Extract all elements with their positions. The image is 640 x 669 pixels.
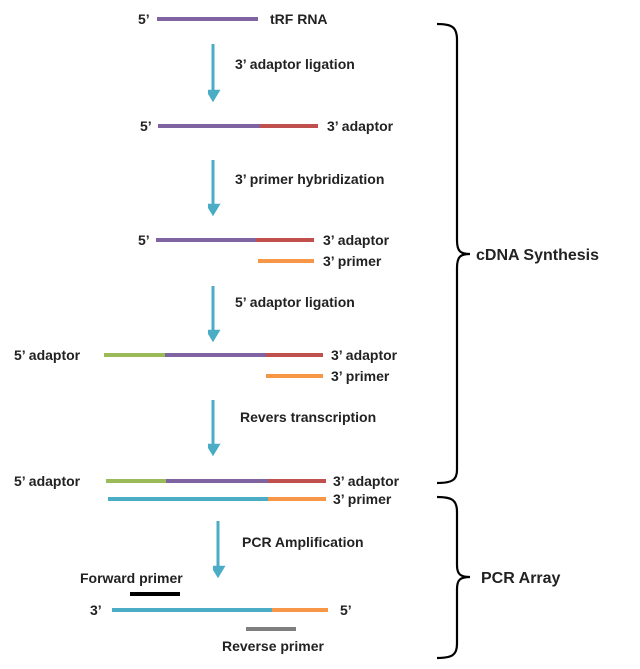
row-3-adaptor-ligated: 5’ 3’ adaptor xyxy=(140,118,394,134)
five-prime-label: 5’ xyxy=(140,118,152,134)
step-label-4: Revers transcription xyxy=(240,409,376,425)
step-label-2: 3’ primer hybridization xyxy=(235,171,384,187)
three-prime-label: 3’ xyxy=(90,602,102,618)
three-prime-primer-label: 3’ primer xyxy=(333,491,392,507)
three-prime-adaptor-label: 3’ adaptor xyxy=(323,232,390,248)
three-prime-adaptor-label: 3’ adaptor xyxy=(333,473,400,489)
cdna-synthesis-brace xyxy=(436,22,471,485)
trf-rna-label: tRF RNA xyxy=(270,11,328,27)
row-reverse-transcribed: 5’ adaptor 3’ adaptor 3’ primer xyxy=(14,473,400,507)
row-pcr-amplification: Forward primer 3’ 5’ Reverse primer xyxy=(80,570,352,654)
step-label-3: 5’ adaptor ligation xyxy=(235,294,355,310)
five-prime-label: 5’ xyxy=(138,11,150,27)
forward-primer-label: Forward primer xyxy=(80,570,183,586)
reverse-primer-label: Reverse primer xyxy=(222,638,325,654)
row-trf-rna: 5’ tRF RNA xyxy=(138,11,328,27)
five-prime-label: 5’ xyxy=(138,232,150,248)
row-5-adaptor-ligated: 5’ adaptor 3’ adaptor 3’ primer xyxy=(14,347,398,384)
five-prime-label: 5’ xyxy=(340,602,352,618)
pcr-array-label: PCR Array xyxy=(481,570,561,587)
three-prime-adaptor-label: 3’ adaptor xyxy=(331,347,398,363)
three-prime-adaptor-label: 3’ adaptor xyxy=(327,118,394,134)
step-label-5: PCR Amplification xyxy=(242,534,364,550)
pcr-array-brace xyxy=(436,495,471,660)
three-prime-primer-label: 3’ primer xyxy=(331,368,390,384)
three-prime-primer-label: 3’ primer xyxy=(323,253,382,269)
row-3-primer-hybridized: 5’ 3’ adaptor 3’ primer xyxy=(138,232,390,269)
five-prime-adaptor-label: 5’ adaptor xyxy=(14,347,81,363)
step-label-1: 3’ adaptor ligation xyxy=(235,56,355,72)
cdna-synthesis-label: cDNA Synthesis xyxy=(476,247,599,264)
five-prime-adaptor-label: 5’ adaptor xyxy=(14,473,81,489)
